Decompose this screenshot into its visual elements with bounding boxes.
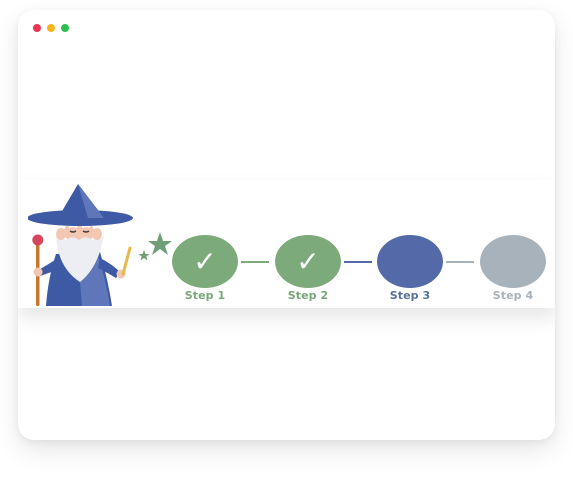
connector-1-2 [241, 261, 269, 263]
connector-2-3 [344, 261, 372, 263]
sparkle-stars-icon [138, 232, 172, 261]
step-1[interactable]: ✓ Step 1 [172, 235, 238, 302]
step-2[interactable]: ✓ Step 2 [275, 235, 341, 302]
wizard-icon [28, 184, 133, 306]
maximize-dot[interactable] [61, 24, 69, 32]
step-2-circle[interactable]: ✓ [275, 235, 341, 288]
connector-3-4 [446, 261, 474, 263]
minimize-dot[interactable] [47, 24, 55, 32]
browser-window: ✓ Step 1 ✓ Step 2 Step 3 Step 4 [18, 10, 555, 440]
step-1-label: Step 1 [184, 289, 226, 302]
step-1-circle[interactable]: ✓ [172, 235, 238, 288]
check-icon: ✓ [193, 244, 217, 278]
check-icon: ✓ [296, 244, 320, 278]
step-3-circle[interactable] [377, 235, 443, 288]
window-controls [33, 24, 69, 32]
step-3-label: Step 3 [389, 289, 431, 302]
stepper-banner: ✓ Step 1 ✓ Step 2 Step 3 Step 4 [18, 180, 555, 308]
step-4-label: Step 4 [492, 289, 534, 302]
step-4[interactable]: Step 4 [480, 235, 546, 302]
step-3[interactable]: Step 3 [377, 235, 443, 302]
step-4-circle[interactable] [480, 235, 546, 288]
step-2-label: Step 2 [287, 289, 329, 302]
close-dot[interactable] [33, 24, 41, 32]
